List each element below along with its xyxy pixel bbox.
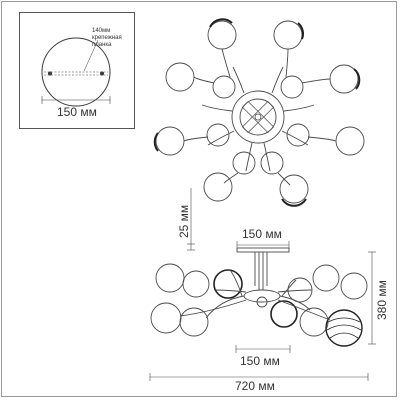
dim-25mm <box>187 188 195 251</box>
screw-hole-left <box>48 71 52 76</box>
top-hub <box>231 90 285 144</box>
mounting-detail-box <box>19 12 135 129</box>
bracket-leader-line <box>83 39 99 72</box>
mounting-plate-detail <box>41 37 111 107</box>
bracket-label-2: крепежная <box>92 35 122 41</box>
dim-720mm-label: 720 мм <box>235 379 275 393</box>
front-view <box>150 247 368 347</box>
outer-ring-globes <box>153 18 365 207</box>
dim-150mm-bottom-label: 150 мм <box>240 354 280 368</box>
dim-150mm-top-label: 150 мм <box>242 227 282 241</box>
plate-diameter-label: 150 мм <box>57 105 97 119</box>
top-view <box>153 18 365 207</box>
dim-380mm <box>368 251 376 345</box>
bracket-label-1: 140мм <box>92 28 111 34</box>
dim-150mm-bottom <box>235 345 291 353</box>
dim-25mm-label: 25 мм <box>177 204 191 238</box>
dim-380mm-label: 380 мм <box>375 280 389 320</box>
dim-720mm <box>149 373 369 381</box>
screw-hole-right <box>100 71 104 76</box>
bracket-label-3: планка <box>92 42 112 48</box>
inner-ring-globes <box>201 66 315 175</box>
